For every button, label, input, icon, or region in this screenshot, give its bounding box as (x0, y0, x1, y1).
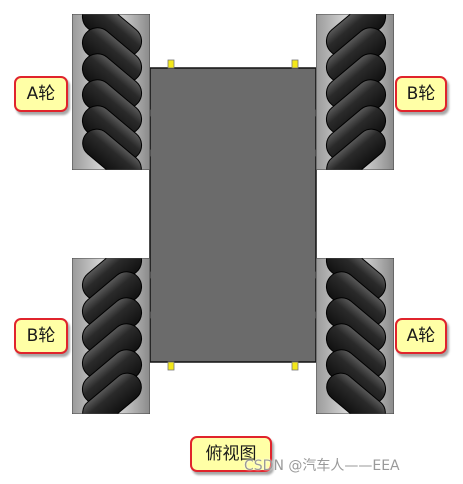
front-right-wheel (316, 14, 394, 170)
view-caption: 俯视图 (190, 436, 272, 472)
front-left-wheel (72, 14, 150, 170)
front-right-wheel-label: B轮 (395, 76, 447, 112)
chassis-body (149, 67, 317, 363)
rear-right-wheel (316, 258, 394, 414)
rear-right-wheel-label: A轮 (395, 318, 447, 354)
rear-left-wheel-label: B轮 (14, 318, 68, 354)
watermark: CSDN @汽车人——EEA (244, 458, 400, 474)
front-left-wheel-label: A轮 (14, 76, 68, 112)
rear-left-wheel (72, 258, 150, 414)
